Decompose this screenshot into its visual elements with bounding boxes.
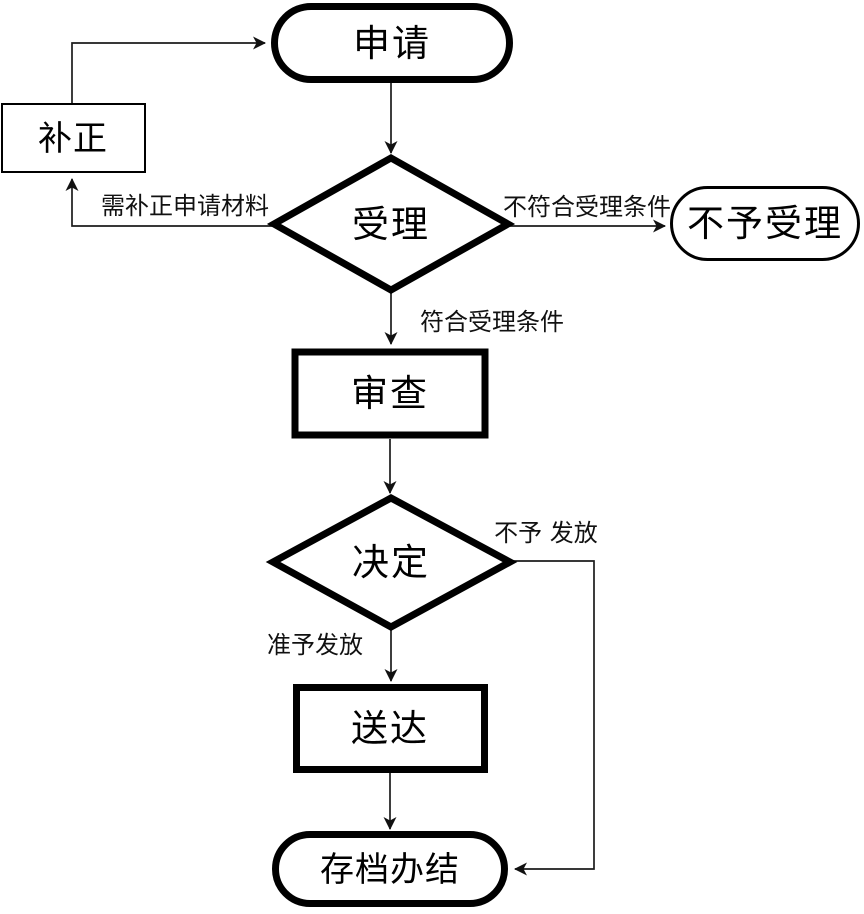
node-review-label: 审查 xyxy=(351,372,429,415)
node-accept-label: 受理 xyxy=(352,203,430,246)
node-deliver-shape xyxy=(293,684,488,773)
node-apply: 申请 xyxy=(271,3,513,83)
edge-label-meet-conditions: 符合受理条件 xyxy=(420,308,564,336)
node-review: 审查 xyxy=(291,348,489,439)
node-deliver: 送达 xyxy=(293,684,488,773)
node-decision-label: 决定 xyxy=(352,541,430,584)
edge-decision-to-archive xyxy=(510,560,595,876)
node-decision-shape xyxy=(265,494,518,631)
node-archive-shape xyxy=(272,831,508,907)
node-reject-shape xyxy=(670,186,860,261)
node-correction: 补正 xyxy=(1,103,146,173)
node-correction-shape xyxy=(1,103,146,173)
node-deliver-label: 送达 xyxy=(351,707,429,750)
node-archive: 存档办结 xyxy=(272,831,508,907)
node-accept: 受理 xyxy=(266,153,516,295)
node-apply-shape xyxy=(271,3,513,83)
node-decision: 决定 xyxy=(265,494,518,631)
node-reject-label: 不予受理 xyxy=(687,202,843,245)
edge-label-not-meet-conditions: 不符合受理条件 xyxy=(503,193,671,221)
edge-label-approve-issue: 准予发放 xyxy=(267,631,363,659)
node-reject: 不予受理 xyxy=(670,186,860,261)
edge-label-not-issue: 不予 发放 xyxy=(494,519,598,547)
node-accept-shape xyxy=(266,153,516,295)
node-apply-label: 申请 xyxy=(353,22,431,65)
node-archive-label: 存档办结 xyxy=(320,850,460,890)
node-correction-label: 补正 xyxy=(38,119,108,159)
node-review-shape xyxy=(291,348,489,439)
edge-accept-to-correction xyxy=(65,178,276,227)
edge-correction-to-apply xyxy=(71,36,266,103)
edge-label-need-correction: 需补正申请材料 xyxy=(101,192,269,220)
